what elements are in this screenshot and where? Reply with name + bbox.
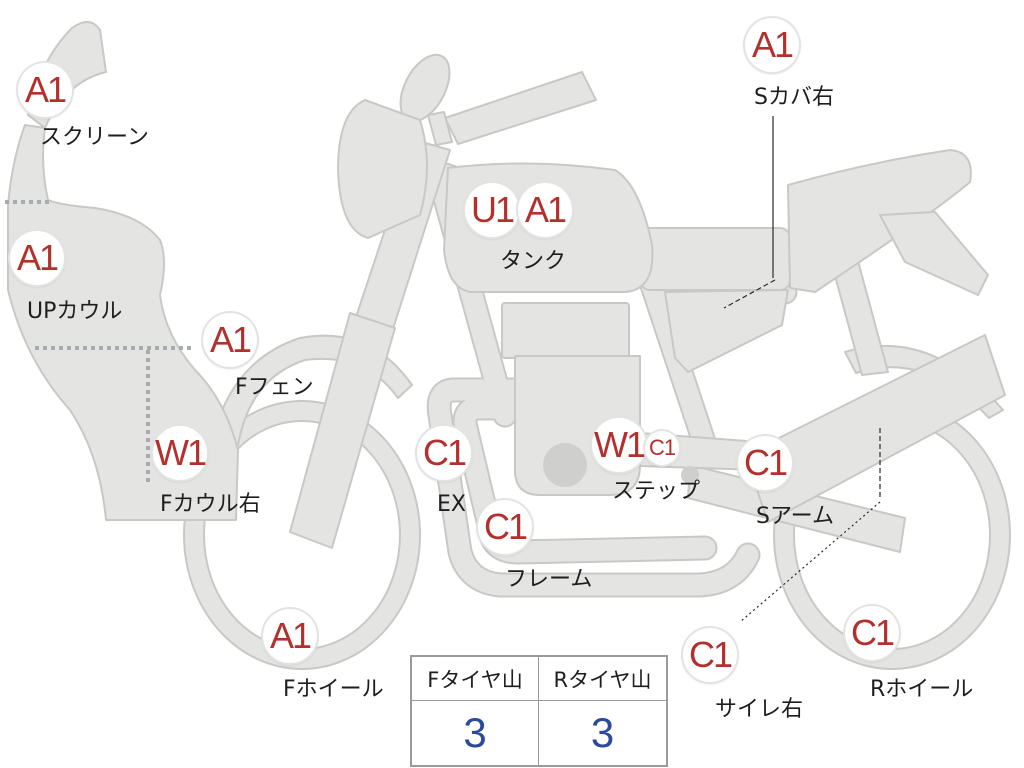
front-wheel-grade-badge: A1 bbox=[263, 609, 317, 663]
seat-rail-panel-shape bbox=[639, 227, 791, 291]
silencer-right-grade-badge: C1 bbox=[683, 628, 737, 682]
front-cowl-right-label: Fカウル右 bbox=[160, 492, 261, 517]
front-cowl-right-grade-badge: W1 bbox=[153, 426, 207, 480]
cowl-panel-lines bbox=[5, 200, 192, 486]
seat-shape bbox=[787, 149, 972, 293]
tail-cowl-shape bbox=[879, 211, 989, 296]
frame-grade-badge: C1 bbox=[478, 500, 532, 554]
front-fender-grade-badge: A1 bbox=[203, 313, 257, 367]
tire-tread-table: Fタイヤ山 Rタイヤ山 3 3 bbox=[410, 655, 668, 767]
mirror-stalk-shape bbox=[427, 111, 453, 146]
exhaust-grade-badge: C1 bbox=[417, 426, 471, 480]
handlebar-shape bbox=[444, 71, 597, 145]
silencer-right-label: サイレ右 bbox=[715, 697, 804, 722]
front-tire-tread-header: Fタイヤ山 bbox=[412, 657, 539, 701]
front-wheel-label: Fホイール bbox=[283, 677, 384, 702]
step-grade-badge-2: C1 bbox=[645, 431, 679, 465]
front-tire-tread-value: 3 bbox=[412, 701, 539, 765]
step-pivot-shape bbox=[681, 466, 699, 484]
side-cover-shape bbox=[664, 289, 789, 373]
side-cover-leader-line bbox=[723, 116, 776, 309]
rear-wheel-label: Rホイール bbox=[870, 677, 974, 702]
cowl-shape bbox=[7, 124, 239, 521]
side-cover-right-label: Sカバ右 bbox=[754, 85, 834, 110]
rear-tire-tread-value: 3 bbox=[590, 709, 615, 756]
engine-cover-shape bbox=[543, 443, 587, 487]
screen-grade-badge: A1 bbox=[18, 63, 72, 117]
tank-label: タンク bbox=[500, 249, 567, 274]
headlight-shape bbox=[337, 99, 428, 239]
upper-cowl-label: UPカウル bbox=[27, 299, 123, 324]
screen-label: スクリーン bbox=[40, 125, 149, 150]
exhaust-label: EX bbox=[437, 492, 466, 517]
rear-wheel-grade-badge: C1 bbox=[845, 606, 899, 660]
silencer-shape bbox=[744, 334, 1006, 523]
tank-grade-badge-1: U1 bbox=[465, 183, 519, 237]
swingarm-shape bbox=[687, 464, 906, 553]
tank-grade-badge-2: A1 bbox=[518, 183, 572, 237]
front-fender-label: Fフェン bbox=[235, 375, 314, 400]
swingarm-label: Sアーム bbox=[756, 504, 834, 529]
step-grade-badge-1: W1 bbox=[592, 418, 646, 472]
fork-lower-shape bbox=[289, 312, 396, 549]
step-label: ステップ bbox=[612, 479, 701, 504]
engine-head-shape bbox=[501, 302, 630, 359]
upper-cowl-grade-badge: A1 bbox=[10, 231, 64, 285]
side-cover-right-grade-badge: A1 bbox=[745, 18, 799, 72]
rear-tire-tread-header: Rタイヤ山 bbox=[539, 657, 666, 701]
frame-label: フレーム bbox=[505, 567, 593, 592]
swingarm-grade-badge: C1 bbox=[738, 436, 792, 490]
silencer-leader-line bbox=[739, 428, 881, 623]
